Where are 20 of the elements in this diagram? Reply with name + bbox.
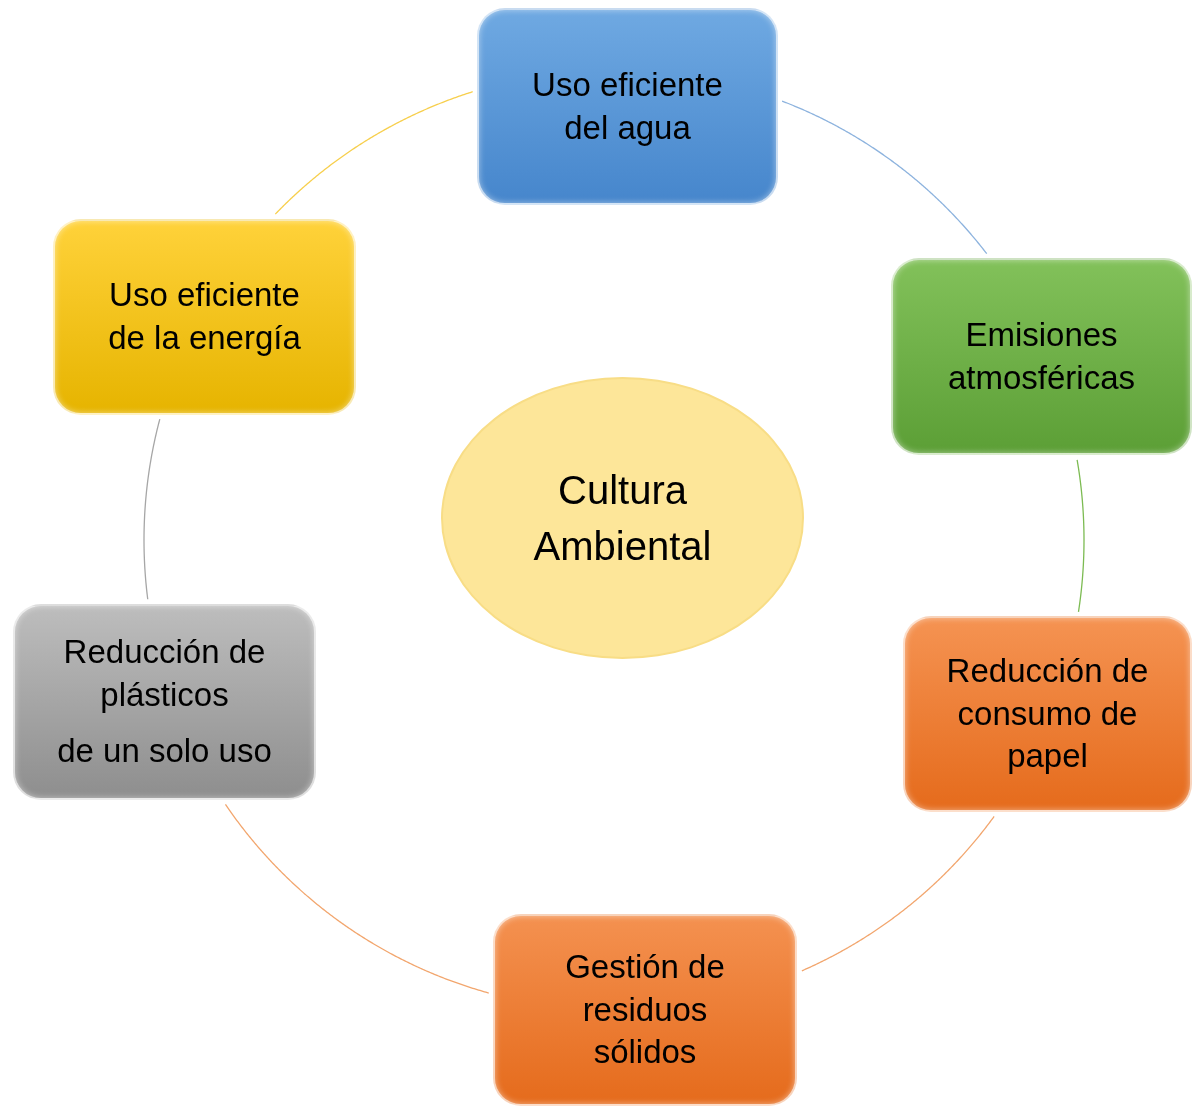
- topic-box: [477, 8, 778, 205]
- topic-box: [493, 914, 797, 1106]
- topic-box: [891, 258, 1192, 455]
- node-text: Reducción de plásticos: [62, 631, 267, 715]
- topic-box: [13, 604, 316, 800]
- connector-arc: [1076, 459, 1085, 613]
- node-text: Uso eficiente del agua: [531, 64, 724, 148]
- node-text: Gestión de residuos sólidos: [564, 946, 726, 1073]
- node-text: Cultura Ambiental: [532, 467, 713, 570]
- connector-arc: [781, 100, 988, 255]
- connector-arc: [274, 91, 474, 215]
- node-text: de un solo uso: [57, 731, 272, 772]
- connector-arc: [143, 418, 161, 600]
- connector-arc: [224, 803, 490, 994]
- node-text: Reducción de consumo de papel: [945, 650, 1150, 777]
- node-text: Emisiones atmosféricas: [946, 314, 1137, 398]
- node-text: Uso eficiente de la energía: [107, 275, 302, 358]
- connector-arc: [801, 815, 995, 972]
- topic-box: [53, 219, 356, 415]
- topic-box: [903, 616, 1192, 812]
